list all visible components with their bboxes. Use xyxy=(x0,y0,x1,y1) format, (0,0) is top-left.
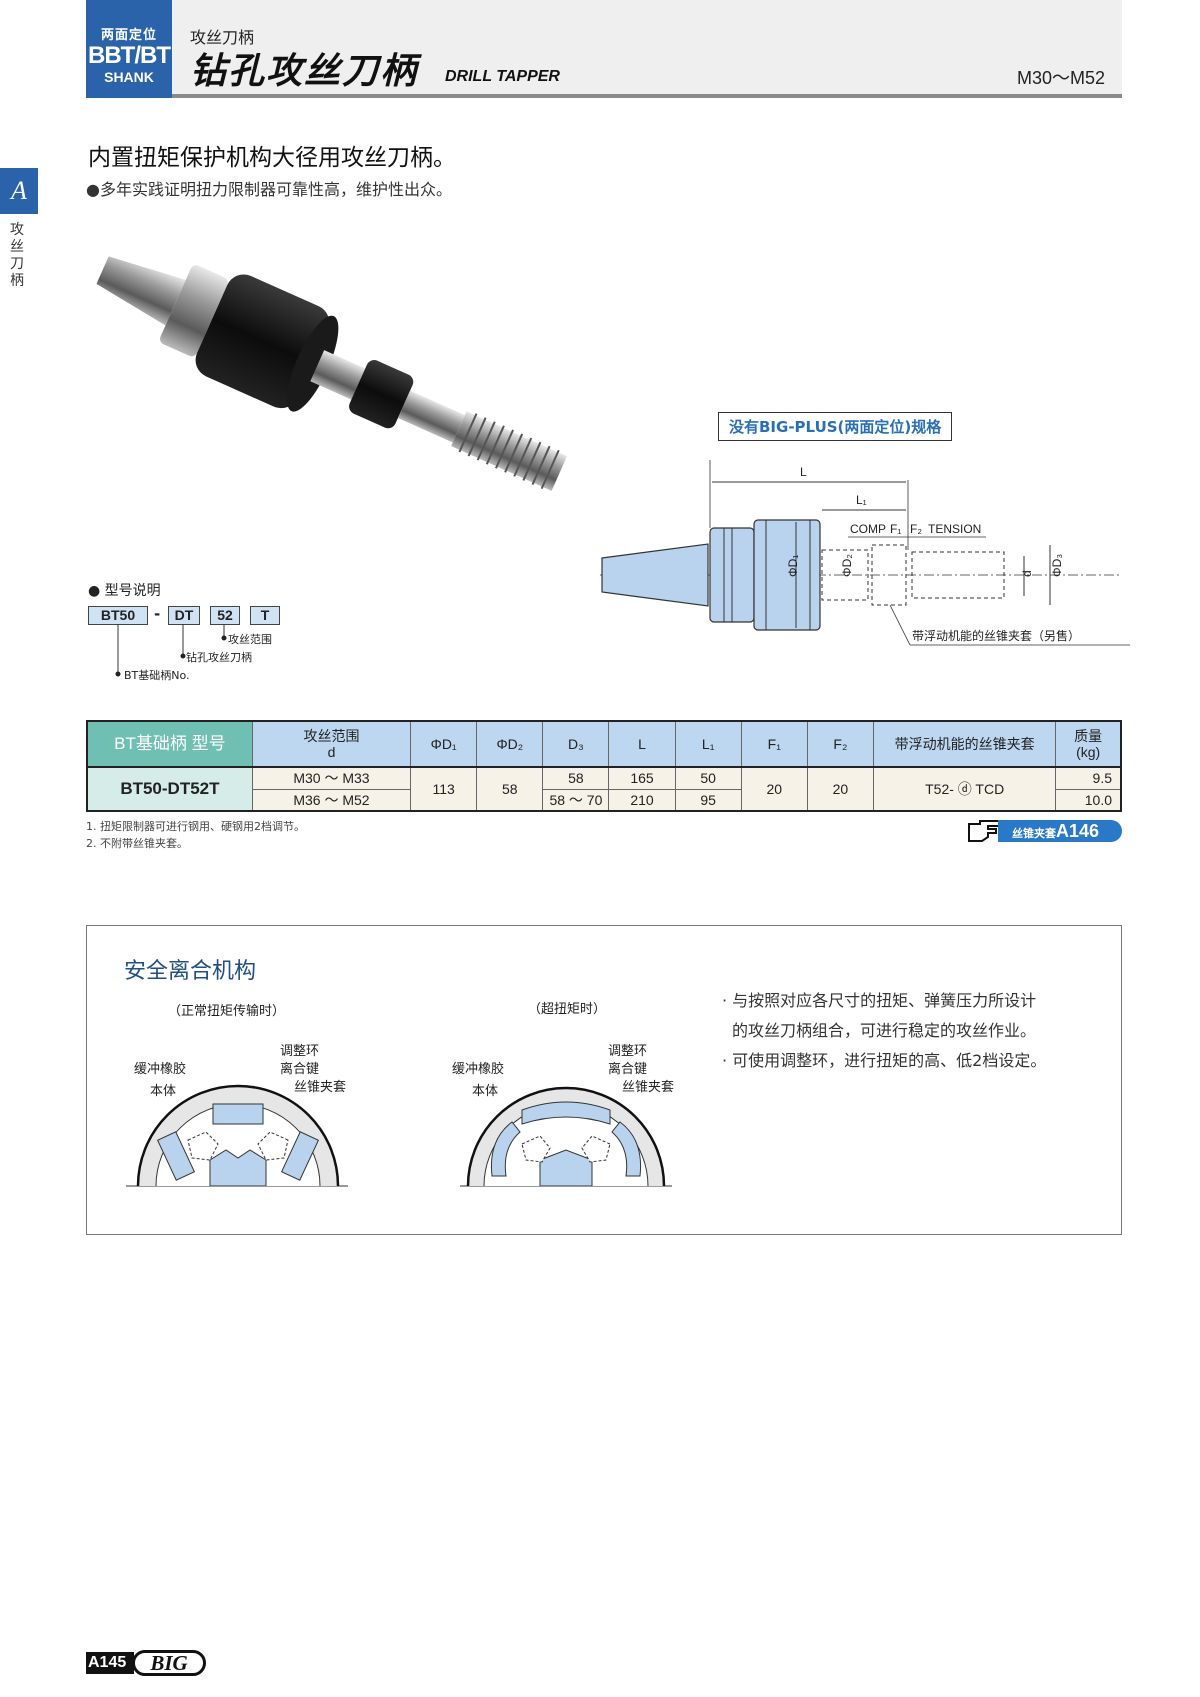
dimension-diagram: ΦD₁ ΦD₂ d ΦD₃ L L₁ COMP F₁ F₂ TENSION 带浮… xyxy=(600,460,1130,646)
col-l1: L₁ xyxy=(674,720,742,768)
col-model: BT基础柄 型号 xyxy=(86,720,253,768)
table-notes: 1. 扭矩限制器可进行钢用、硬钢用2档调节。 2. 不附带丝锥夹套。 xyxy=(86,818,305,852)
section-tab-label: 攻丝刀柄 xyxy=(10,222,24,289)
safety-title: 安全离合机构 xyxy=(124,959,257,984)
col-d1: ΦD₁ xyxy=(410,720,478,768)
svg-text:COMP: COMP xyxy=(850,522,886,536)
label-buffer-rubber: 缓冲橡胶 xyxy=(134,1062,187,1077)
diagram-caption: 没有BIG-PLUS(两面定位)规格 xyxy=(718,412,953,441)
table-row: M36 ～ M52 58 ～ 70 210 95 10.0 xyxy=(87,788,1122,812)
caption-normal: （正常扭矩传输时） xyxy=(168,1004,286,1019)
cell-d3: 58 xyxy=(542,766,610,790)
col-f2: F₂ xyxy=(806,720,874,768)
svg-text:ΦD₃: ΦD₃ xyxy=(1050,554,1064,577)
caption-over: （超扭矩时） xyxy=(528,1002,607,1017)
svg-text:d: d xyxy=(1020,570,1034,577)
badge-line3: SHANK xyxy=(104,69,154,85)
footer: A145 BIG xyxy=(86,1650,208,1676)
model-code-type-label: 钻孔攻丝刀柄 xyxy=(186,651,252,664)
note-2: 2. 不附带丝锥夹套。 xyxy=(86,837,188,850)
model-code-part-size: 52 xyxy=(210,606,240,625)
label-tap-collet-2: 丝锥夹套 xyxy=(622,1080,675,1095)
page-title-en: DRILL TAPPER xyxy=(445,68,560,85)
cell-collet: T52- ⓓ TCD xyxy=(872,766,1057,812)
label-adjust-ring-2: 调整环 xyxy=(608,1044,648,1059)
model-code-leaders xyxy=(115,624,227,677)
label-adjust-ring: 调整环 xyxy=(280,1044,320,1059)
section-tab[interactable]: A xyxy=(0,168,38,214)
intro-headline: 内置扭矩保护机构大径用攻丝刀柄。 xyxy=(88,145,456,171)
col-d2: ΦD₂ xyxy=(476,720,544,768)
category-label: 攻丝刀柄 xyxy=(190,28,255,47)
shank-badge: 两面定位 BBT/BT SHANK xyxy=(86,0,172,98)
label-body: 本体 xyxy=(150,1084,177,1099)
cell-mass: 10.0 xyxy=(1055,788,1122,812)
cell-d3: 58 ～ 70 xyxy=(542,788,610,812)
svg-text:F₁: F₁ xyxy=(890,522,901,536)
collet-note: 带浮动机能的丝锥夹套（另售） xyxy=(912,628,1080,643)
clutch-diagram-overload xyxy=(460,1086,672,1187)
col-l: L xyxy=(608,720,676,768)
badge-line2: BBT/BT xyxy=(88,42,171,69)
label-tap-collet: 丝锥夹套 xyxy=(294,1080,347,1095)
cell-l: 210 xyxy=(608,788,676,812)
clutch-diagram-normal xyxy=(126,1084,348,1187)
model-code-dash: - xyxy=(154,605,161,623)
intro-bullet: ●多年实践证明扭力限制器可靠性高，维护性出众。 xyxy=(86,180,452,199)
col-f1: F₁ xyxy=(740,720,808,768)
collet-reference-link[interactable]: 丝锥夹套A146 xyxy=(998,820,1122,842)
col-mass: 质量(kg) xyxy=(1055,720,1122,768)
label-buffer-rubber-2: 缓冲橡胶 xyxy=(452,1062,505,1077)
note-1: 1. 扭矩限制器可进行钢用、硬钢用2档调节。 xyxy=(86,820,305,833)
svg-text:L: L xyxy=(800,465,807,479)
model-code-title: ● 型号说明 xyxy=(88,583,161,599)
cell-f1: 20 xyxy=(740,766,808,812)
cell-range: M36 ～ M52 xyxy=(251,788,412,812)
cell-l1: 95 xyxy=(674,788,742,812)
col-d3: D₃ xyxy=(542,720,610,768)
label-clutch-key-2: 离合键 xyxy=(608,1062,648,1077)
model-code-part-type: DT xyxy=(168,606,200,625)
cell-range: M30 ～ M33 xyxy=(251,766,412,790)
table-row: BT50-DT52T M30 ～ M33 113 58 58 165 50 20… xyxy=(86,766,1122,812)
cell-l: 165 xyxy=(608,766,676,790)
model-code-part-base: BT50 xyxy=(88,606,148,625)
page-number: A145 xyxy=(86,1652,134,1674)
brand-logo: BIG xyxy=(132,1650,206,1676)
size-range: M30～M52 xyxy=(1017,68,1106,88)
cell-f2: 20 xyxy=(806,766,874,812)
pointing-hand-icon xyxy=(968,820,1003,842)
model-code-base-label: BT基础柄No. xyxy=(124,669,190,682)
cell-mass: 9.5 xyxy=(1055,766,1122,790)
safety-description: · 与按照对应各尺寸的扭矩、弹簧压力所设计 的攻丝刀柄组合，可进行稳定的攻丝作业… xyxy=(722,991,1047,1070)
svg-text:L₁: L₁ xyxy=(856,493,867,507)
svg-text:F₂: F₂ xyxy=(910,522,922,536)
header-band xyxy=(86,0,1122,95)
col-collet: 带浮动机能的丝锥夹套 xyxy=(872,720,1057,768)
dim-d1-label: ΦD₁ xyxy=(786,555,800,577)
svg-text:ΦD₂: ΦD₂ xyxy=(840,554,854,577)
header-rule xyxy=(86,94,1122,98)
model-code-range-label: 攻丝范围 xyxy=(228,633,272,646)
safety-clutch-box xyxy=(86,925,1122,1235)
product-photo xyxy=(96,256,568,491)
svg-text:TENSION: TENSION xyxy=(928,522,981,536)
cell-d2: 58 xyxy=(476,766,544,812)
badge-line1: 两面定位 xyxy=(100,28,157,43)
label-clutch-key: 离合键 xyxy=(280,1062,320,1077)
model-code-part-suffix: T xyxy=(250,606,280,625)
cell-l1: 50 xyxy=(674,766,742,790)
label-body-2: 本体 xyxy=(472,1084,499,1099)
cell-d1: 113 xyxy=(410,766,478,812)
cell-model: BT50-DT52T xyxy=(86,766,253,812)
page-title: 钻孔攻丝刀柄 xyxy=(190,51,419,92)
